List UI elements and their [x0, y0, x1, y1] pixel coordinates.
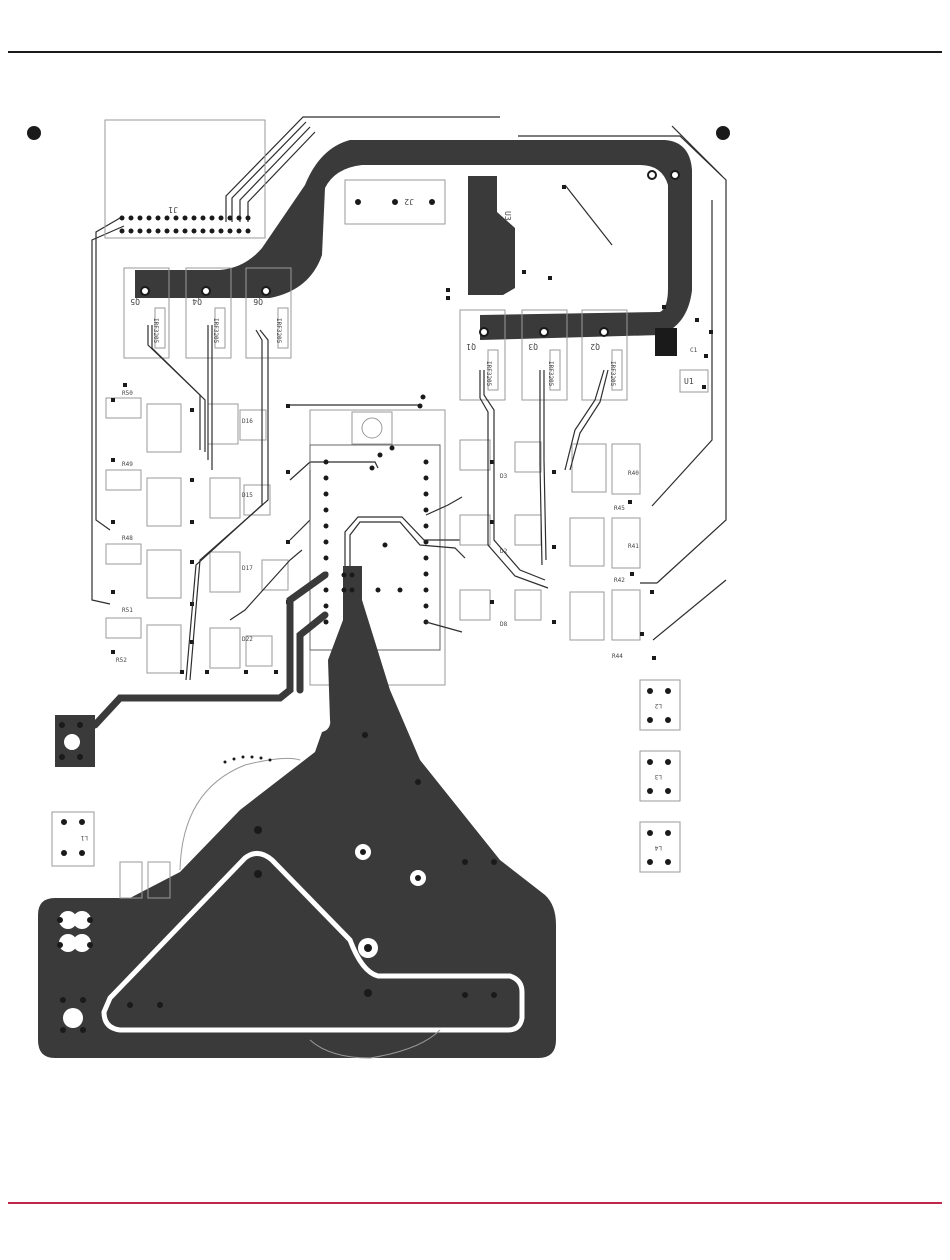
board-outline-traces [92, 117, 726, 640]
r41-label: R41 [628, 543, 639, 550]
q5-label: Q5 [130, 297, 140, 306]
c1-body [655, 328, 677, 356]
l4-footprint: L4 [640, 822, 680, 872]
l2-footprint: L2 [640, 680, 680, 730]
l3-label: L3 [654, 773, 662, 780]
mounting-hole-right [716, 126, 730, 140]
q1-value: IRF3205 [485, 361, 492, 387]
q4-label: Q4 [192, 297, 202, 306]
j2-label: J2 [404, 197, 414, 206]
driver-cluster-right [460, 370, 708, 640]
u1-label: U1 [684, 377, 694, 386]
u3-label: U3 [503, 211, 512, 221]
d22-label: D22 [242, 636, 253, 643]
q2-value: IRF3205 [609, 361, 616, 387]
j2-connector: J2 [345, 180, 445, 224]
q5-value: IRF3205 [152, 318, 159, 344]
d17-label: D17 [242, 565, 253, 572]
j1-label: J1 [168, 205, 178, 214]
r51-label: R51 [122, 607, 133, 614]
l3-footprint: L3 [640, 751, 680, 801]
q6-value: IRF3205 [275, 318, 282, 344]
r50-label: R50 [122, 390, 133, 397]
l4-label: L4 [654, 844, 662, 851]
r40-label: R40 [628, 470, 639, 477]
l1-footprint: L1 [52, 812, 94, 866]
copper-u3 [468, 176, 515, 295]
d8-label: D8 [500, 621, 508, 628]
r42-label: R42 [614, 577, 625, 584]
c1-label: C1 [690, 347, 698, 354]
controller-pins [324, 395, 429, 625]
l1-label: L1 [80, 834, 88, 841]
r44-label: R44 [612, 653, 623, 660]
left-tab-pad [55, 715, 95, 767]
d16-label: D16 [242, 418, 253, 425]
controller-block [310, 410, 445, 685]
q4-value: IRF3205 [212, 318, 219, 344]
mounting-hole-left [27, 126, 41, 140]
q1-label: Q1 [466, 342, 476, 351]
l2-label: L2 [654, 702, 662, 709]
q2-label: Q2 [590, 342, 600, 351]
driver-cluster-left [106, 398, 288, 673]
q6-label: Q6 [253, 297, 263, 306]
d15-label: D15 [242, 492, 253, 499]
capacitor-dots [224, 756, 272, 764]
r48-label: R48 [122, 535, 133, 542]
r52-label: R52 [116, 657, 127, 664]
j1-connector: J1 [105, 120, 265, 238]
q3-label: Q3 [528, 342, 538, 351]
q3-value: IRF3205 [547, 361, 554, 387]
left-gate-traces [148, 325, 420, 680]
r49-label: R49 [122, 461, 133, 468]
bus-pads [141, 171, 679, 336]
d3-label: D3 [500, 473, 508, 480]
r45-label: R45 [614, 505, 625, 512]
